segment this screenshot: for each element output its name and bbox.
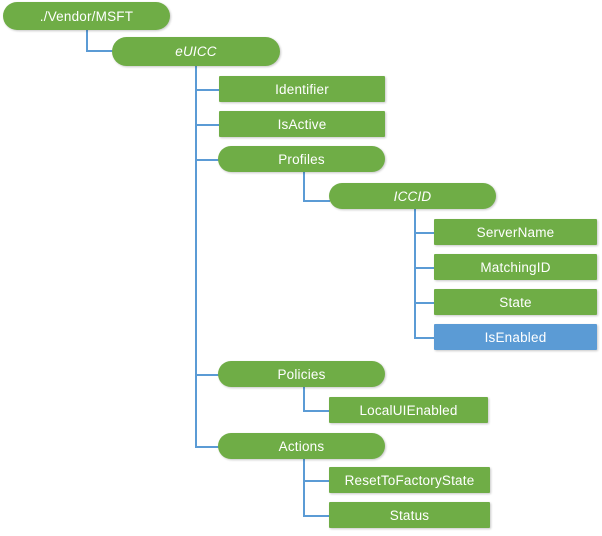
connector-euicc-to-identifier [195,89,220,91]
node-euicc[interactable]: eUICC [112,37,280,66]
node-label-profiles: Profiles [278,151,325,167]
connector-policies-to-localuienabled-vertical [303,387,305,412]
connector-euicc-to-profiles [195,159,220,161]
node-state[interactable]: State [434,289,597,315]
node-label-servername: ServerName [476,224,555,240]
node-isenabled[interactable]: IsEnabled [434,324,597,350]
node-profiles[interactable]: Profiles [218,146,385,172]
node-isactive[interactable]: IsActive [219,111,385,137]
connector-euicc-to-actions [195,446,220,448]
node-label-actions: Actions [278,438,325,454]
node-label-matchingid: MatchingID [480,259,551,275]
node-actions[interactable]: Actions [218,433,385,459]
node-localuienabled[interactable]: LocalUIEnabled [329,397,488,423]
node-label-policies: Policies [277,366,326,382]
connector-policies-to-localuienabled-horizontal [303,410,330,412]
node-label-isenabled: IsEnabled [484,329,547,345]
connector-root-to-euicc-horizontal [86,50,114,52]
node-label-iccid: ICCID [393,188,432,204]
node-policies[interactable]: Policies [218,361,385,387]
node-label-state: State [499,294,532,310]
node-matchingid[interactable]: MatchingID [434,254,597,280]
node-servername[interactable]: ServerName [434,219,597,245]
connector-euicc-to-isactive [195,124,220,126]
node-label-status: Status [389,507,430,523]
connector-profiles-to-iccid-horizontal [303,200,330,202]
connector-iccid-to-matchingid [414,267,435,269]
connector-euicc-trunk [195,66,197,447]
node-root-vendor-msft[interactable]: ./Vendor/MSFT [3,2,170,30]
node-label-localuienabled: LocalUIEnabled [359,402,458,418]
connector-actions-to-resettofactorystate [303,480,330,482]
connector-iccid-to-servername [414,232,435,234]
node-label-resettofactorystate: ResetToFactoryState [344,472,475,488]
node-status[interactable]: Status [329,502,490,528]
node-label-euicc: eUICC [175,44,217,59]
node-iccid[interactable]: ICCID [329,183,496,209]
connector-root-to-euicc-vertical [86,30,88,52]
connector-actions-to-status [303,515,330,517]
connector-iccid-to-isenabled [414,337,435,339]
node-identifier[interactable]: Identifier [219,76,385,102]
node-label-identifier: Identifier [275,81,329,97]
node-label-isactive: IsActive [277,116,327,132]
connector-iccid-trunk [414,209,416,339]
connector-euicc-to-policies [195,374,220,376]
node-resettofactorystate[interactable]: ResetToFactoryState [329,467,490,493]
connector-iccid-to-state [414,302,435,304]
connector-profiles-to-iccid-vertical [303,172,305,202]
node-label-root: ./Vendor/MSFT [39,8,134,24]
connector-actions-trunk [303,459,305,517]
